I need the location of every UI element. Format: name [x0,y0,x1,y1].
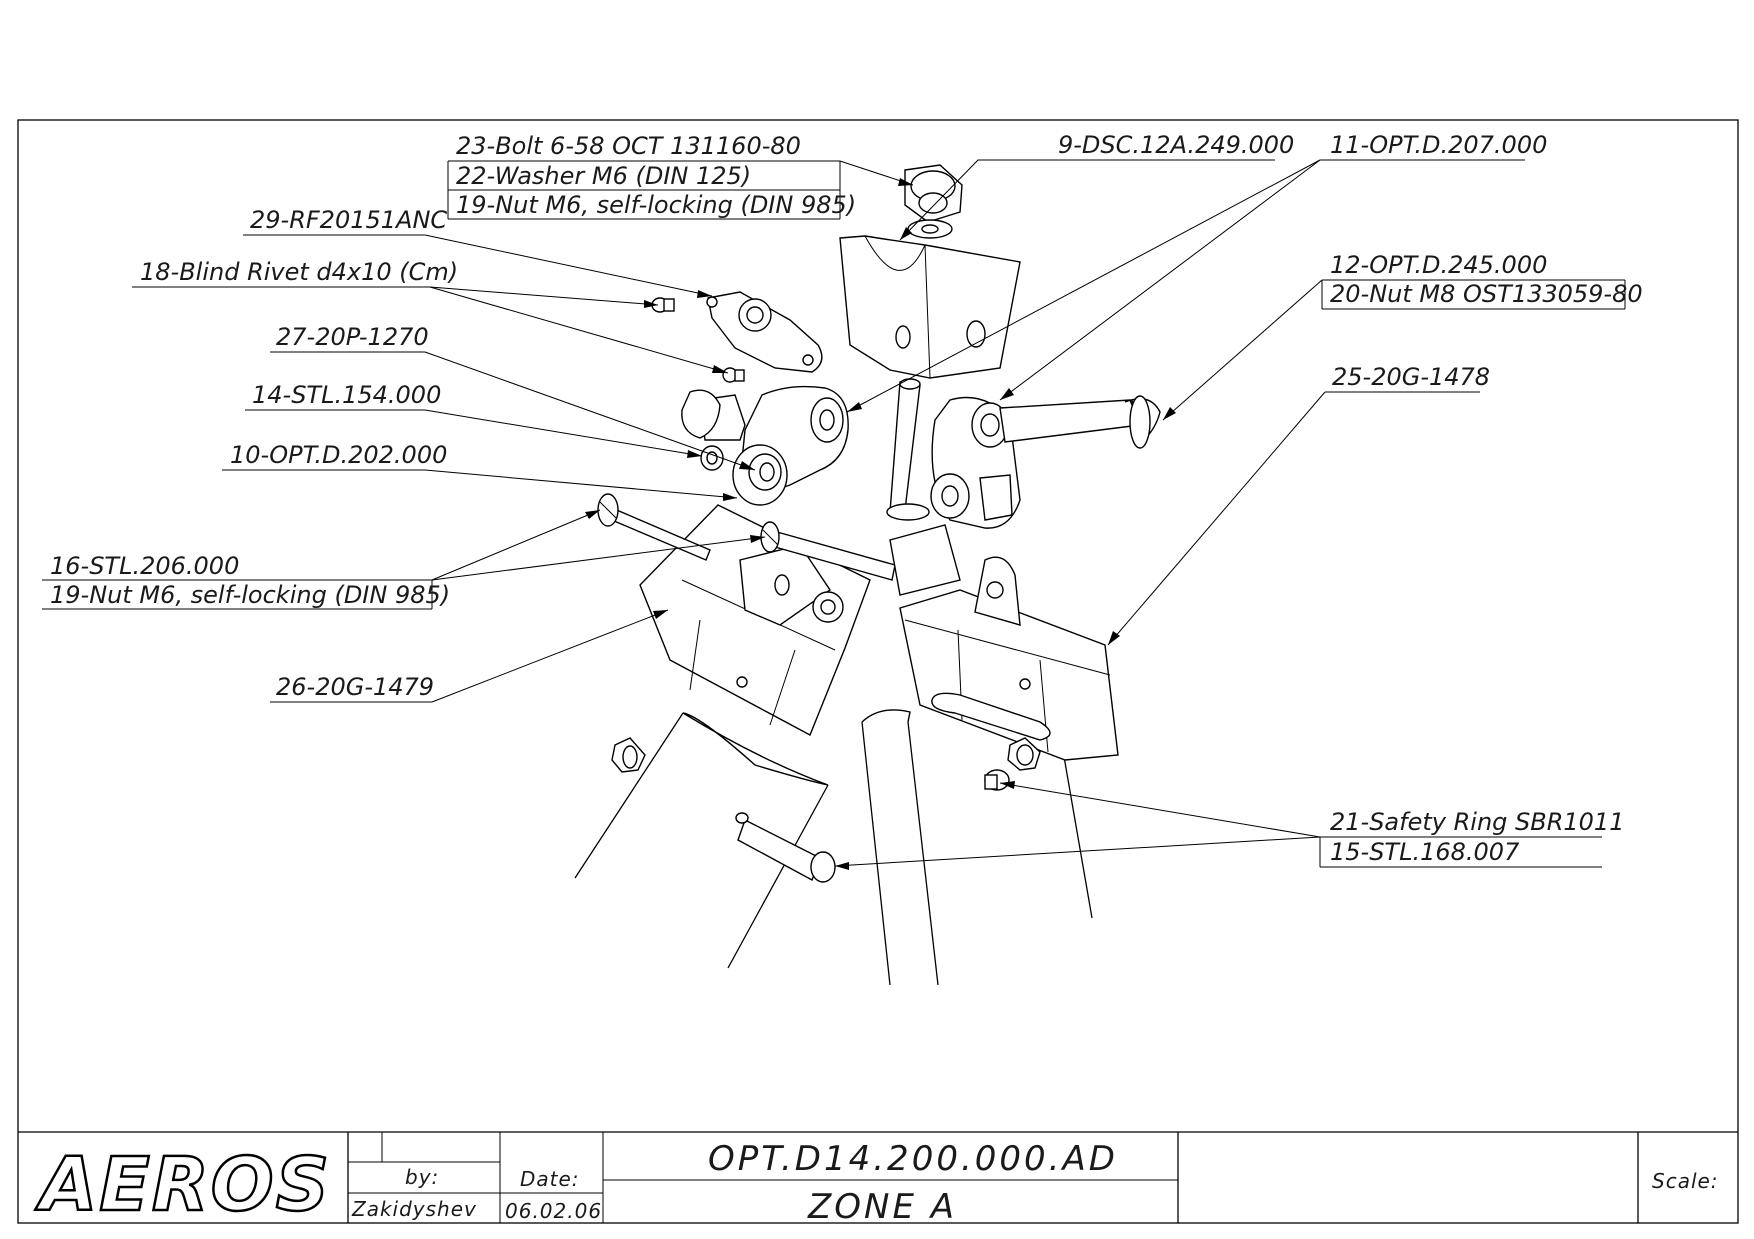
callout-29-text: 29-RF20151ANC [250,206,447,234]
callout-18-text: 18-Blind Rivet d4x10 (Cm) [140,258,458,286]
callout-26-text: 26-20G-1479 [276,673,434,701]
part-18-rivet-b [722,367,745,383]
part-29-plate [706,291,823,373]
callout-16: 16-STL.206.000 [50,552,239,580]
callout-9: 9-DSC.12A.249.000 [1048,131,1294,161]
drawing-number: OPT.D14.200.000.AD [708,1139,1118,1179]
callout-29: 29-RF20151ANC [243,206,447,236]
part-14-spacer [700,445,724,471]
exploded-assembly [574,164,1161,986]
callout-22: 22-Washer M6 (DIN 125) [456,162,751,190]
part-15-pin [735,812,836,883]
right-tube [861,709,1093,986]
part-11-fork [930,396,1021,529]
callout-26: 26-20G-1479 [270,673,434,703]
part-10-bearing [732,444,788,506]
callout-group-21-15: 21-Safety Ring SBR1011 15-STL.168.007 [1319,808,1624,868]
part-21-safety-ring-left [611,737,646,773]
callout-25: 25-20G-1478 [1325,363,1490,393]
callout-9-text: 9-DSC.12A.249.000 [1058,131,1294,159]
part-12-pin [999,395,1161,449]
callout-20: 20-Nut M8 OST133059-80 [1330,280,1643,308]
part-21-safety-ring-right [1007,737,1041,771]
callout-group-23-22-19: 23-Bolt 6-58 OCT 131160-80 22-Washer M6 … [447,132,856,220]
part-23-bolt [886,378,930,521]
part-22-washer [907,219,953,239]
part-19-nut-top [904,164,963,223]
title-block: AEROS by: Date: Zakidyshev 06.02.06 OPT.… [18,1131,1738,1229]
drawing-frame [17,119,1739,1224]
leader-lines [424,159,1326,870]
callout-25-text: 25-20G-1478 [1332,363,1490,391]
author-name: Zakidyshev [351,1197,477,1221]
callout-group-16-19: 16-STL.206.000 19-Nut M6, self-locking (… [42,552,450,610]
part-16-bolt [597,493,896,581]
callout-23: 23-Bolt 6-58 OCT 131160-80 [456,132,801,160]
part-18-rivet-a [651,297,675,313]
callout-19-left: 19-Nut M6, self-locking (DIN 985) [50,581,450,609]
callout-10: 10-OPT.D.202.000 [222,441,447,471]
drawing-date: 06.02.06 [505,1199,602,1223]
scale-label: Scale: [1652,1169,1719,1193]
callout-14: 14-STL.154.000 [245,381,441,411]
callout-27: 27-20P-1270 [270,323,429,353]
callout-27-text: 27-20P-1270 [276,323,429,351]
part-26-clamp [639,504,871,736]
callout-11-text: 11-OPT.D.207.000 [1330,131,1547,159]
part-9-bracket [839,235,1021,379]
callout-18: 18-Blind Rivet d4x10 (Cm) [132,258,458,288]
aeros-logo: AEROS [35,1142,331,1228]
callout-21: 21-Safety Ring SBR1011 [1330,808,1624,836]
date-label: Date: [520,1167,580,1191]
callout-14-text: 14-STL.154.000 [252,381,441,409]
by-label: by: [405,1165,439,1189]
callout-10-text: 10-OPT.D.202.000 [230,441,447,469]
left-tube [574,712,829,969]
callout-11: 11-OPT.D.207.000 [1320,131,1547,161]
zone-label: ZONE A [807,1187,957,1227]
part-21-small-pin [984,769,1010,791]
callout-19-top: 19-Nut M6, self-locking (DIN 985) [456,191,856,219]
part-25-clamp [889,524,1119,761]
callout-12: 12-OPT.D.245.000 [1330,251,1547,279]
callout-15: 15-STL.168.007 [1330,838,1520,866]
callout-group-12-20: 12-OPT.D.245.000 20-Nut M8 OST133059-80 [1321,251,1643,310]
